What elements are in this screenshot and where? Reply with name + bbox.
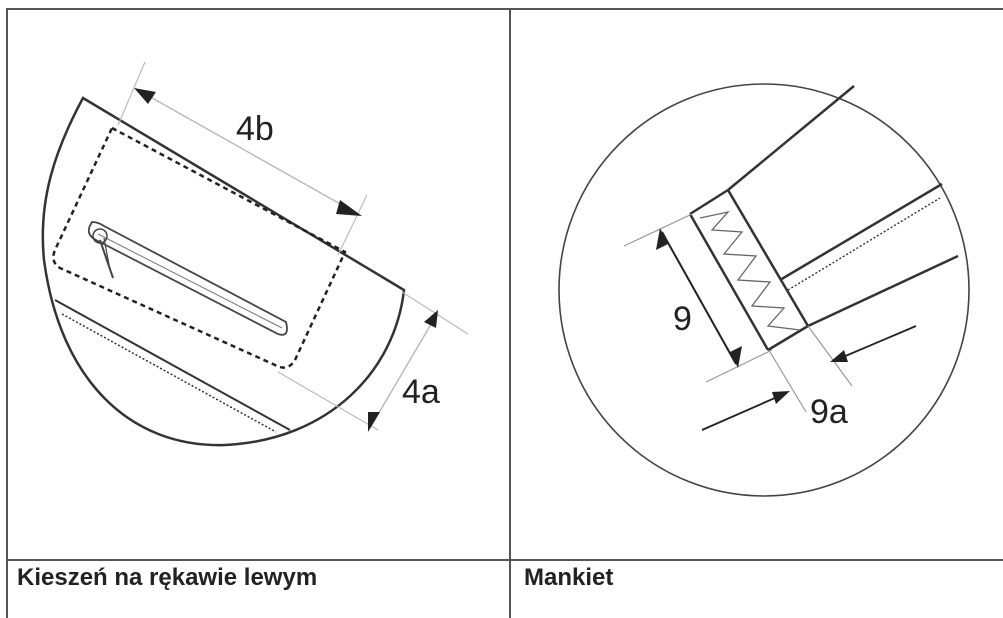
dim-9a-line-left xyxy=(701,393,785,431)
dim-4b-arrow-start xyxy=(134,88,156,104)
hem-line xyxy=(54,299,291,431)
caption-left: Kieszeń na rękawie lewym xyxy=(17,564,318,591)
dim-4a-arrow-bottom xyxy=(368,412,380,432)
dim-4a-arrow-top xyxy=(424,310,438,328)
dim-4b-arrow-end xyxy=(336,200,362,216)
label-9a: 9a xyxy=(810,393,848,431)
label-9: 9 xyxy=(673,300,692,338)
dim-4a-line xyxy=(369,313,438,429)
detail-circle xyxy=(558,83,970,497)
dim-9-arrow-bottom xyxy=(730,346,742,368)
hem-stitching xyxy=(61,313,277,433)
dim-9-arrow-top xyxy=(656,228,668,250)
sleeve-outline xyxy=(41,96,406,447)
label-4a: 4a xyxy=(402,373,440,411)
caption-right: Mankiet xyxy=(524,564,614,591)
dim-9a-arrow-left xyxy=(772,391,790,404)
pocket-diagram xyxy=(41,61,469,447)
dim-9a-arrow-right xyxy=(830,350,848,362)
cuff-diagram xyxy=(558,83,970,497)
label-4b: 4b xyxy=(236,110,274,148)
zipper-slot xyxy=(87,221,288,336)
dim-9-line xyxy=(661,231,737,365)
zigzag-stitching xyxy=(699,210,801,331)
pocket-outline xyxy=(52,126,347,369)
dim-9a-line-right xyxy=(835,325,917,361)
dim-4b-line xyxy=(137,89,359,215)
